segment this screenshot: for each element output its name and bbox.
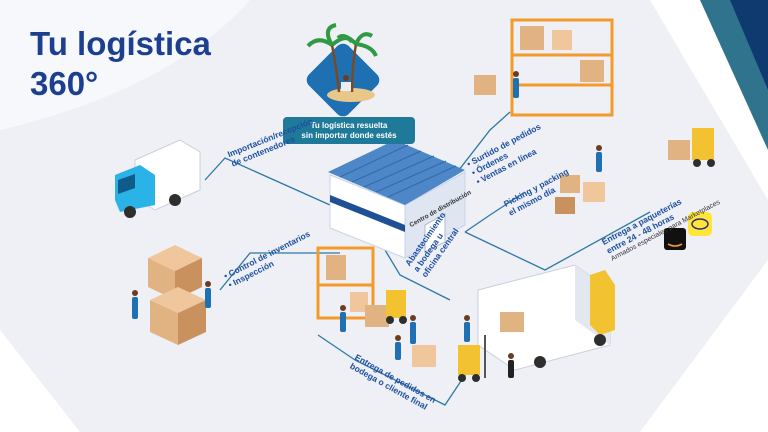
warehouse bbox=[328, 140, 466, 259]
connector-picking bbox=[464, 191, 526, 233]
forklift-body bbox=[692, 128, 714, 160]
warehouse-side-wall bbox=[404, 171, 466, 259]
supply-boxes bbox=[365, 305, 524, 367]
island-diamond bbox=[306, 43, 380, 117]
bg-shape-bottom-right bbox=[640, 260, 768, 432]
truck-left-wheel-rear bbox=[169, 194, 181, 206]
truck-left-cab bbox=[115, 165, 155, 212]
floor-box bbox=[474, 75, 496, 95]
shelf-box-2 bbox=[552, 30, 572, 50]
shelf-box-3 bbox=[580, 60, 604, 82]
forklift-center-body bbox=[386, 290, 406, 318]
connector-inventory bbox=[219, 252, 340, 291]
warehouse-dock-door bbox=[424, 213, 446, 253]
bg-shape-top bbox=[0, 0, 250, 130]
forklift-bottom bbox=[458, 335, 486, 382]
truck-left bbox=[115, 139, 201, 218]
truck-right-cab bbox=[590, 270, 615, 335]
laptop-person bbox=[341, 82, 351, 91]
picking-boxes bbox=[555, 175, 605, 214]
workers bbox=[132, 71, 602, 378]
palm-trunk-right bbox=[350, 43, 358, 93]
connector-import bbox=[204, 157, 331, 206]
forklift-bottom-body bbox=[458, 345, 480, 375]
connector-supply bbox=[384, 249, 451, 301]
forklift-box bbox=[668, 140, 690, 160]
box-right-2 bbox=[178, 300, 206, 345]
truck-right-wheel-1 bbox=[534, 356, 546, 368]
truck-right bbox=[477, 264, 615, 371]
inventory-boxes bbox=[148, 245, 206, 345]
roof-ridges bbox=[339, 144, 457, 198]
connector-final bbox=[317, 334, 476, 406]
palm-trunk-left bbox=[330, 44, 341, 93]
forklift-center bbox=[386, 290, 407, 324]
island-banner: Tu logística resuelta sin importar donde… bbox=[283, 117, 415, 144]
title-line-1: Tu logística bbox=[30, 25, 211, 62]
truck-left-window bbox=[118, 174, 135, 194]
marketplace-logos bbox=[664, 212, 712, 250]
palm-leaves-right bbox=[336, 32, 378, 57]
box-left-2 bbox=[150, 300, 178, 345]
shelf-frame bbox=[510, 18, 614, 117]
title-line-2: 360° bbox=[30, 65, 99, 102]
page-title: Tu logística 360° bbox=[30, 24, 211, 104]
forklift-top-right bbox=[668, 128, 715, 167]
connector-lines bbox=[204, 111, 651, 406]
island-illustration bbox=[306, 23, 380, 117]
bg-shape-right-navy bbox=[730, 0, 768, 90]
box-left-1 bbox=[148, 258, 175, 300]
banner-line-1: Tu logística resuelta bbox=[310, 121, 388, 130]
shelf-box-1 bbox=[520, 26, 544, 50]
connector-delivery bbox=[464, 211, 651, 271]
truck-right-wheel-2 bbox=[594, 334, 606, 346]
person-head bbox=[343, 75, 349, 81]
bg-shape-bottom-left bbox=[0, 330, 80, 432]
mercadolibre-icon bbox=[688, 212, 712, 236]
shelf-top-right bbox=[474, 18, 614, 117]
banner-line-2: sin importar donde estés bbox=[301, 131, 397, 140]
truck-left-wheel-front bbox=[124, 206, 136, 218]
warehouse-brand-band bbox=[330, 195, 405, 232]
